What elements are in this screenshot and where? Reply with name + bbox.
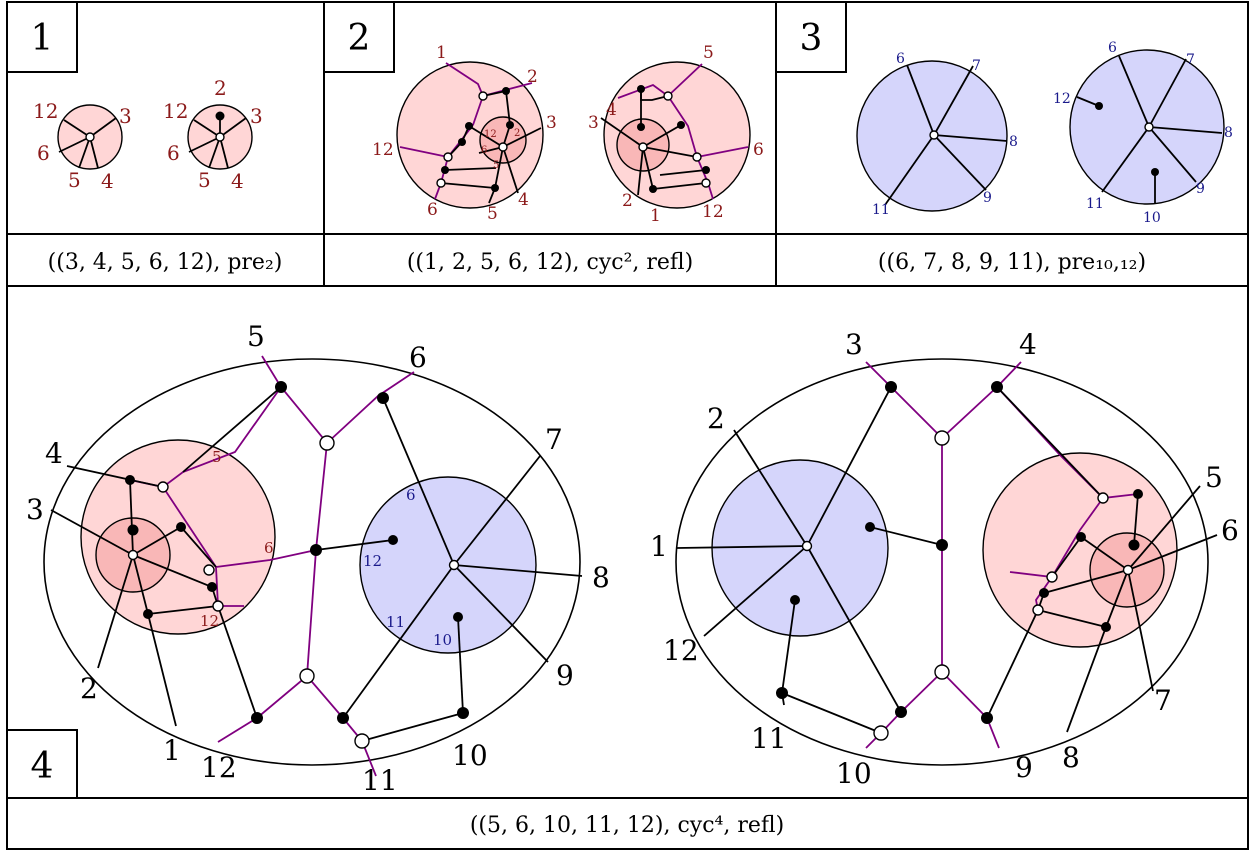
inner-label-6-blue: 6 bbox=[406, 486, 416, 504]
label-4: 4 bbox=[101, 169, 114, 193]
label-4: 4 bbox=[518, 190, 529, 210]
inner-label-10-blue: 10 bbox=[433, 631, 452, 649]
panel-number-2-text: 2 bbox=[348, 18, 371, 59]
label-2: 2 bbox=[214, 76, 227, 100]
panel-1-diagram-b: 2 12 3 6 5 4 bbox=[163, 76, 263, 193]
label-10: 10 bbox=[836, 757, 872, 790]
panel-3-diagram-a: 6 7 8 9 11 bbox=[856, 51, 1018, 218]
label-2: 2 bbox=[622, 191, 633, 211]
label-6: 6 bbox=[896, 51, 905, 67]
label-6: 6 bbox=[409, 341, 427, 374]
caption-4: ((5, 6, 10, 11, 12), cyc⁴, refl) bbox=[470, 813, 784, 838]
label-8: 8 bbox=[1224, 125, 1233, 141]
panel-number-3: 3 bbox=[775, 1, 847, 73]
label-9: 9 bbox=[983, 190, 992, 206]
label-4: 4 bbox=[45, 437, 63, 470]
label-3: 3 bbox=[845, 328, 863, 361]
label-2: 2 bbox=[527, 67, 538, 87]
label-6: 6 bbox=[1108, 40, 1117, 56]
caption-3: ((6, 7, 8, 9, 11), pre₁₀,₁₂) bbox=[878, 250, 1146, 275]
label-8: 8 bbox=[1009, 134, 1018, 150]
panel-3-diagram-b: 6 7 12 8 9 11 10 bbox=[1053, 40, 1233, 226]
label-4: 4 bbox=[606, 100, 617, 120]
label-5: 5 bbox=[198, 168, 211, 192]
label-1: 1 bbox=[436, 43, 447, 63]
label-4: 4 bbox=[231, 169, 244, 193]
inner-label-12: 12 bbox=[484, 129, 497, 140]
label-5: 5 bbox=[1205, 461, 1223, 494]
label-11: 11 bbox=[1086, 196, 1104, 212]
label-6: 6 bbox=[753, 140, 764, 160]
label-12: 12 bbox=[201, 751, 237, 784]
label-12: 12 bbox=[702, 202, 724, 222]
inner-label-2: 2 bbox=[514, 128, 520, 139]
panel-number-3-text: 3 bbox=[800, 18, 823, 59]
panel-4-frame bbox=[6, 285, 1249, 850]
label-12: 12 bbox=[163, 99, 188, 123]
label-9: 9 bbox=[556, 659, 574, 692]
label-7: 7 bbox=[545, 423, 563, 456]
panel-4-diagram-left: 5 6 7 4 3 8 9 2 1 12 11 10 5 6 12 6 12 1… bbox=[26, 320, 610, 797]
panel-number-2: 2 bbox=[323, 1, 395, 73]
label-7: 7 bbox=[1154, 684, 1172, 717]
label-8: 8 bbox=[592, 561, 610, 594]
panel-number-1: 1 bbox=[6, 1, 78, 73]
inner-label-6: 6 bbox=[481, 145, 487, 156]
label-1: 1 bbox=[650, 530, 668, 563]
label-3: 3 bbox=[119, 104, 132, 128]
panel-number-1-text: 1 bbox=[31, 18, 54, 59]
label-9: 9 bbox=[1015, 751, 1033, 784]
panel-number-4-text: 4 bbox=[31, 746, 54, 787]
label-2: 2 bbox=[80, 672, 98, 705]
label-11: 11 bbox=[362, 764, 398, 797]
label-12: 12 bbox=[33, 99, 58, 123]
inner-label-5: 5 bbox=[212, 448, 222, 466]
panel-2-diagram-a: 1 2 3 12 6 5 4 12 2 6 5 bbox=[372, 43, 557, 224]
label-6: 6 bbox=[37, 141, 50, 165]
panel-frames bbox=[6, 1, 1249, 850]
label-5: 5 bbox=[703, 43, 714, 63]
label-6: 6 bbox=[427, 200, 438, 220]
label-6: 6 bbox=[167, 141, 180, 165]
label-2: 2 bbox=[707, 402, 725, 435]
label-11: 11 bbox=[751, 722, 787, 755]
inner-label-12: 12 bbox=[200, 612, 219, 630]
label-3: 3 bbox=[26, 493, 44, 526]
label-7: 7 bbox=[1186, 52, 1195, 68]
label-7: 7 bbox=[972, 58, 981, 74]
caption-2: ((1, 2, 5, 6, 12), cyc², refl) bbox=[407, 250, 693, 275]
label-6: 6 bbox=[1221, 514, 1239, 547]
label-1: 1 bbox=[163, 734, 181, 767]
label-12: 12 bbox=[372, 140, 394, 160]
label-9: 9 bbox=[1196, 181, 1205, 197]
label-12: 12 bbox=[1053, 91, 1071, 107]
inner-label-12-blue: 12 bbox=[363, 552, 382, 570]
label-5: 5 bbox=[247, 320, 265, 353]
label-5: 5 bbox=[487, 204, 498, 224]
label-12: 12 bbox=[663, 634, 699, 667]
label-10: 10 bbox=[1143, 210, 1161, 226]
inner-label-6: 6 bbox=[264, 539, 274, 557]
panel-4-diagram-right: 3 4 2 5 6 1 12 7 11 10 9 8 bbox=[650, 328, 1239, 790]
panel-number-4: 4 bbox=[6, 729, 78, 799]
label-3: 3 bbox=[588, 113, 599, 133]
panel-1-diagram-a: 12 3 6 5 4 bbox=[33, 99, 132, 193]
label-5: 5 bbox=[68, 168, 81, 192]
label-4: 4 bbox=[1019, 328, 1037, 361]
label-1: 1 bbox=[650, 206, 661, 226]
label-3: 3 bbox=[546, 113, 557, 133]
inner-label-5: 5 bbox=[493, 160, 499, 171]
panel-2-diagram-b: 4 5 3 6 2 1 12 bbox=[588, 43, 764, 226]
label-3: 3 bbox=[250, 104, 263, 128]
inner-label-11-blue: 11 bbox=[386, 613, 405, 631]
caption-1: ((3, 4, 5, 6, 12), pre₂) bbox=[48, 250, 283, 275]
label-11: 11 bbox=[872, 202, 890, 218]
label-8: 8 bbox=[1062, 741, 1080, 774]
label-10: 10 bbox=[452, 739, 488, 772]
